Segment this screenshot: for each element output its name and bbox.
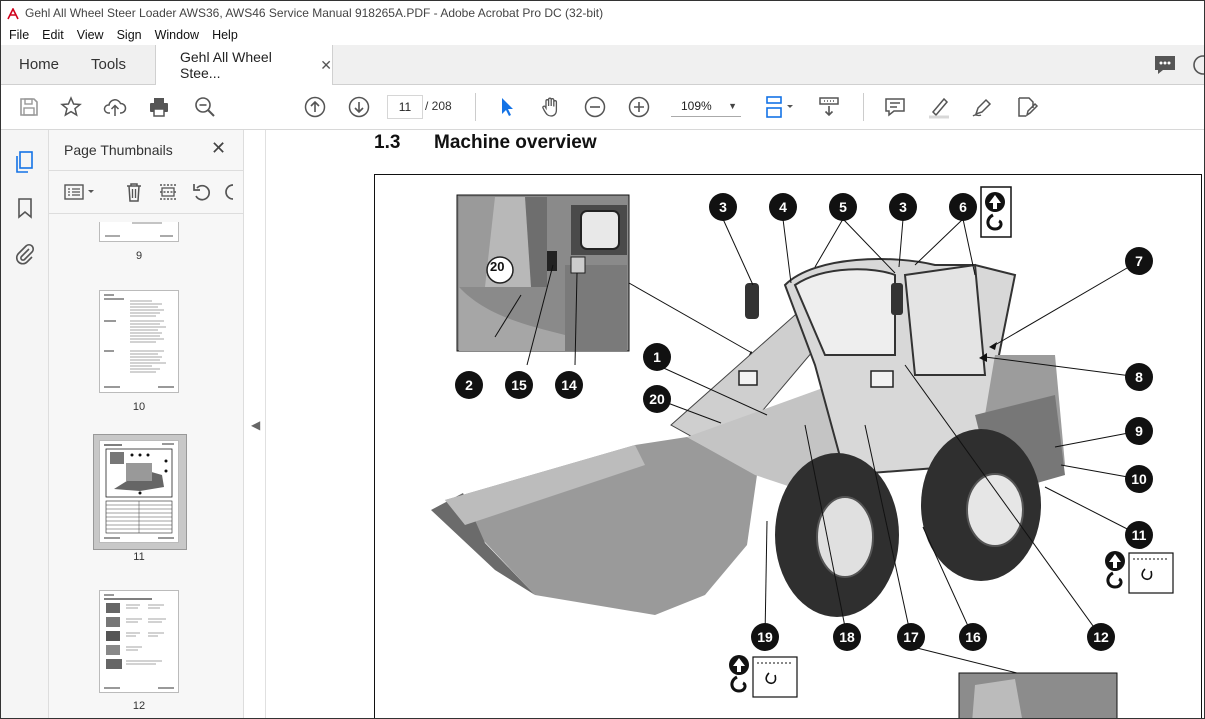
menu-file[interactable]: File [9,28,30,42]
thumbnail-label: 12 [132,700,146,712]
callout-badge: 3 [889,193,917,221]
tab-home[interactable]: Home [19,45,59,84]
callout-badge: 1 [643,343,671,371]
machine-overview-figure: 20 3 4 5 3 6 7 8 9 10 11 12 16 17 18 19 … [374,174,1202,718]
delete-page-icon[interactable] [123,181,145,203]
thumbnail-page-10[interactable] [99,290,179,393]
callout-badge: 8 [1125,363,1153,391]
pane-divider [265,130,266,718]
tab-document-label: Gehl All Wheel Stee... [180,49,272,81]
extract-pages-icon[interactable] [157,181,179,203]
title-bar: Gehl All Wheel Steer Loader AWS36, AWS46… [1,1,1204,25]
toolbar-separator [863,93,864,121]
highlight-pen-icon[interactable] [925,93,953,121]
page-view-icon[interactable] [761,93,797,121]
upload-cloud-icon[interactable] [101,93,129,121]
menu-help[interactable]: Help [212,28,238,42]
document-view[interactable]: 1.3 Machine overview [266,130,1204,718]
attachments-icon[interactable] [13,242,37,266]
menu-edit[interactable]: Edit [42,28,64,42]
thumbnail-label: 9 [135,250,143,262]
tab-home-label: Home [19,56,60,73]
menu-sign[interactable]: Sign [116,28,142,42]
zoom-dropdown[interactable]: 109% ▼ [671,95,741,117]
bookmark-star-icon[interactable] [57,93,85,121]
hand-tool-icon[interactable] [537,93,565,121]
menu-window[interactable]: Window [154,28,200,42]
tab-tools-label: Tools [91,56,127,73]
callout-badge: 20 [643,385,671,413]
window-title: Gehl All Wheel Steer Loader AWS36, AWS46… [25,6,604,20]
next-page-icon[interactable] [345,93,373,121]
callout-badge: 16 [959,623,987,651]
callout-badge: 18 [833,623,861,651]
page-number-input[interactable]: 11 [387,95,423,119]
zoom-out-icon[interactable] [581,93,609,121]
callout-badge: 19 [751,623,779,651]
zoom-search-icon[interactable] [191,93,219,121]
comment-icon[interactable] [881,93,909,121]
callout-badge: 3 [709,193,737,221]
thumbnail-page-9[interactable] [99,222,179,242]
panel-toolbar [49,170,243,214]
callout-badge: 12 [1087,623,1115,651]
help-icon[interactable] [1191,54,1204,76]
edit-pdf-icon[interactable] [1013,93,1041,121]
section-number: 1.3 [374,132,401,153]
thumbnail-page-12[interactable] [99,590,179,693]
bookmarks-icon[interactable] [13,196,37,220]
print-icon[interactable] [145,93,173,121]
tab-bar: Home Tools Gehl All Wheel Stee... ✕ [1,45,1204,85]
callout-badge: 7 [1125,247,1153,275]
menu-view[interactable]: View [76,28,104,42]
collapse-panel-icon[interactable]: ◀ [251,418,261,432]
options-menu-icon[interactable] [63,181,99,203]
callout-badge: 11 [1125,521,1153,549]
rotate-right-icon[interactable] [221,181,235,203]
toolbar-separator [475,93,476,121]
callout-badge: 4 [769,193,797,221]
comment-bubble-icon[interactable] [1153,54,1177,76]
inset-plate-number: 20 [490,259,505,274]
acrobat-logo-icon [7,7,19,20]
callout-badge: 14 [555,371,583,399]
zoom-value: 109% [681,99,712,113]
previous-page-icon[interactable] [301,93,329,121]
callout-badge: 6 [949,193,977,221]
toolbar: 11 / 208 109% ▼ [1,85,1204,130]
page-total: / 208 [425,99,452,113]
close-panel-icon[interactable]: ✕ [211,138,227,158]
page-thumbnails-icon[interactable] [13,150,37,174]
tab-tools[interactable]: Tools [91,45,126,84]
navigation-rail [1,130,49,718]
select-arrow-icon[interactable] [493,93,521,121]
scroll-mode-icon[interactable] [815,93,843,121]
callout-badge: 10 [1125,465,1153,493]
section-title: Machine overview [434,132,597,153]
thumbnail-page-11[interactable] [99,440,179,543]
callout-badge: 2 [455,371,483,399]
sign-pen-icon[interactable] [969,93,997,121]
callout-badge: 17 [897,623,925,651]
callout-badge: 9 [1125,417,1153,445]
callout-badge: 15 [505,371,533,399]
callout-badge: 5 [829,193,857,221]
zoom-in-icon[interactable] [625,93,653,121]
page-thumbnails-panel: Page Thumbnails ✕ 9 [49,130,289,718]
loader-illustration [431,186,1174,718]
save-icon[interactable] [15,93,43,121]
rotate-left-icon[interactable] [191,181,213,203]
chevron-down-icon: ▼ [728,101,737,111]
panel-title: Page Thumbnails [64,142,173,158]
tab-document[interactable]: Gehl All Wheel Stee... ✕ [155,45,333,85]
thumbnail-label: 11 [133,551,145,563]
close-tab-icon[interactable]: ✕ [320,56,332,73]
menu-bar: File Edit View Sign Window Help [1,25,1204,45]
thumbnail-list[interactable]: 9 10 [49,222,229,718]
thumbnail-label: 10 [132,401,146,413]
